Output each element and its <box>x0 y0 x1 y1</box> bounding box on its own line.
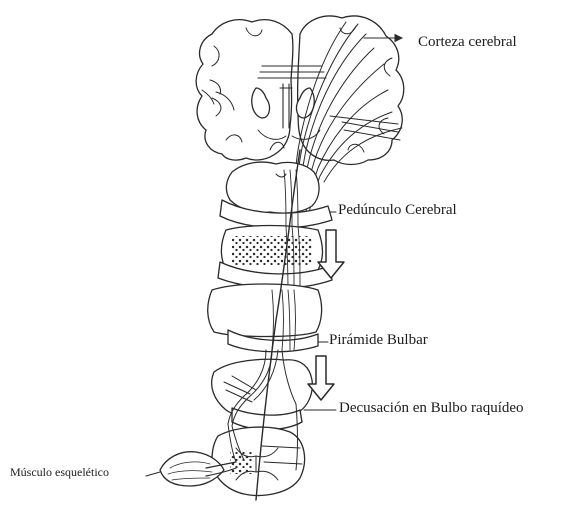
label-piramide-bulbar: Pirámide Bulbar <box>329 333 428 348</box>
label-pedunculo-cerebral: Pedúnculo Cerebral <box>338 203 457 218</box>
upper-medulla-section <box>208 284 322 352</box>
label-decusacion: Decusación en Bulbo raquídeo <box>339 401 524 416</box>
pons-section <box>218 226 332 291</box>
label-corteza-cerebral: Corteza cerebral <box>418 35 517 50</box>
midbrain-section <box>220 162 332 228</box>
spinal-cord-outline <box>212 427 305 495</box>
upper-medulla-outline <box>208 284 322 337</box>
midbrain-outline <box>226 162 319 213</box>
muscle-label-leader <box>146 472 160 476</box>
label-musculo-esqueletico: Músculo esquelético <box>10 466 109 478</box>
lower-medulla-outline <box>212 359 313 418</box>
